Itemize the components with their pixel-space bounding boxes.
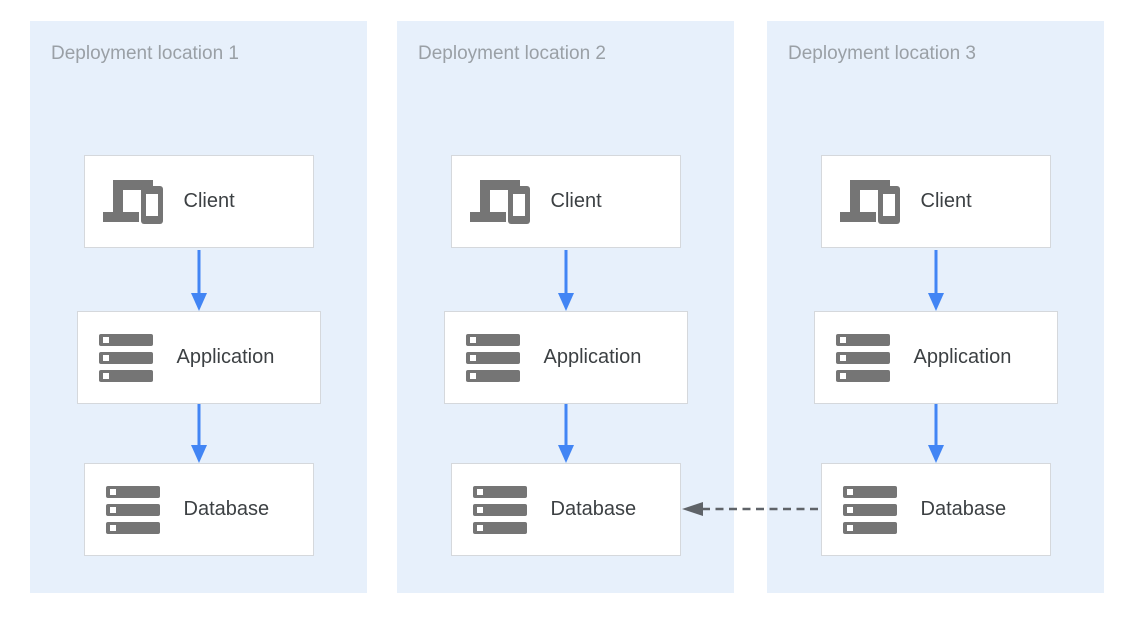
server-stack-icon xyxy=(462,333,524,382)
node-label: Client xyxy=(550,190,602,212)
arrow-application-to-database xyxy=(190,404,207,463)
deployment-location-1-panel: Deployment location 1 Client xyxy=(30,21,367,593)
arrow-client-to-application xyxy=(190,250,207,311)
client-node: Client xyxy=(820,155,1051,248)
node-label: Application xyxy=(913,346,1012,368)
client-node: Client xyxy=(83,155,314,248)
panel-title: Deployment location 1 xyxy=(51,43,239,64)
server-stack-icon xyxy=(102,485,164,534)
devices-icon xyxy=(839,179,901,224)
node-label: Database xyxy=(550,498,637,520)
server-stack-icon xyxy=(95,333,157,382)
arrow-application-to-database xyxy=(927,404,944,463)
node-label: Client xyxy=(183,190,235,212)
server-stack-icon xyxy=(469,485,531,534)
deployment-location-2-panel: Deployment location 2 Client xyxy=(397,21,734,593)
client-node: Client xyxy=(450,155,681,248)
application-node: Application xyxy=(443,311,688,404)
panel-title: Deployment location 2 xyxy=(418,43,606,64)
application-node: Application xyxy=(813,311,1058,404)
server-stack-icon xyxy=(839,485,901,534)
application-node: Application xyxy=(76,311,321,404)
arrow-application-to-database xyxy=(557,404,574,463)
panel-title: Deployment location 3 xyxy=(788,43,976,64)
node-label: Database xyxy=(183,498,270,520)
devices-icon xyxy=(469,179,531,224)
node-label: Client xyxy=(920,190,972,212)
node-label: Application xyxy=(176,346,275,368)
arrow-client-to-application xyxy=(557,250,574,311)
arrow-client-to-application xyxy=(927,250,944,311)
database-node: Database xyxy=(450,463,681,556)
server-stack-icon xyxy=(832,333,894,382)
database-node: Database xyxy=(83,463,314,556)
devices-icon xyxy=(102,179,164,224)
node-label: Application xyxy=(543,346,642,368)
node-label: Database xyxy=(920,498,1007,520)
deployment-location-3-panel: Deployment location 3 Client xyxy=(767,21,1104,593)
arrow-database-replication xyxy=(682,502,818,516)
database-node: Database xyxy=(820,463,1051,556)
